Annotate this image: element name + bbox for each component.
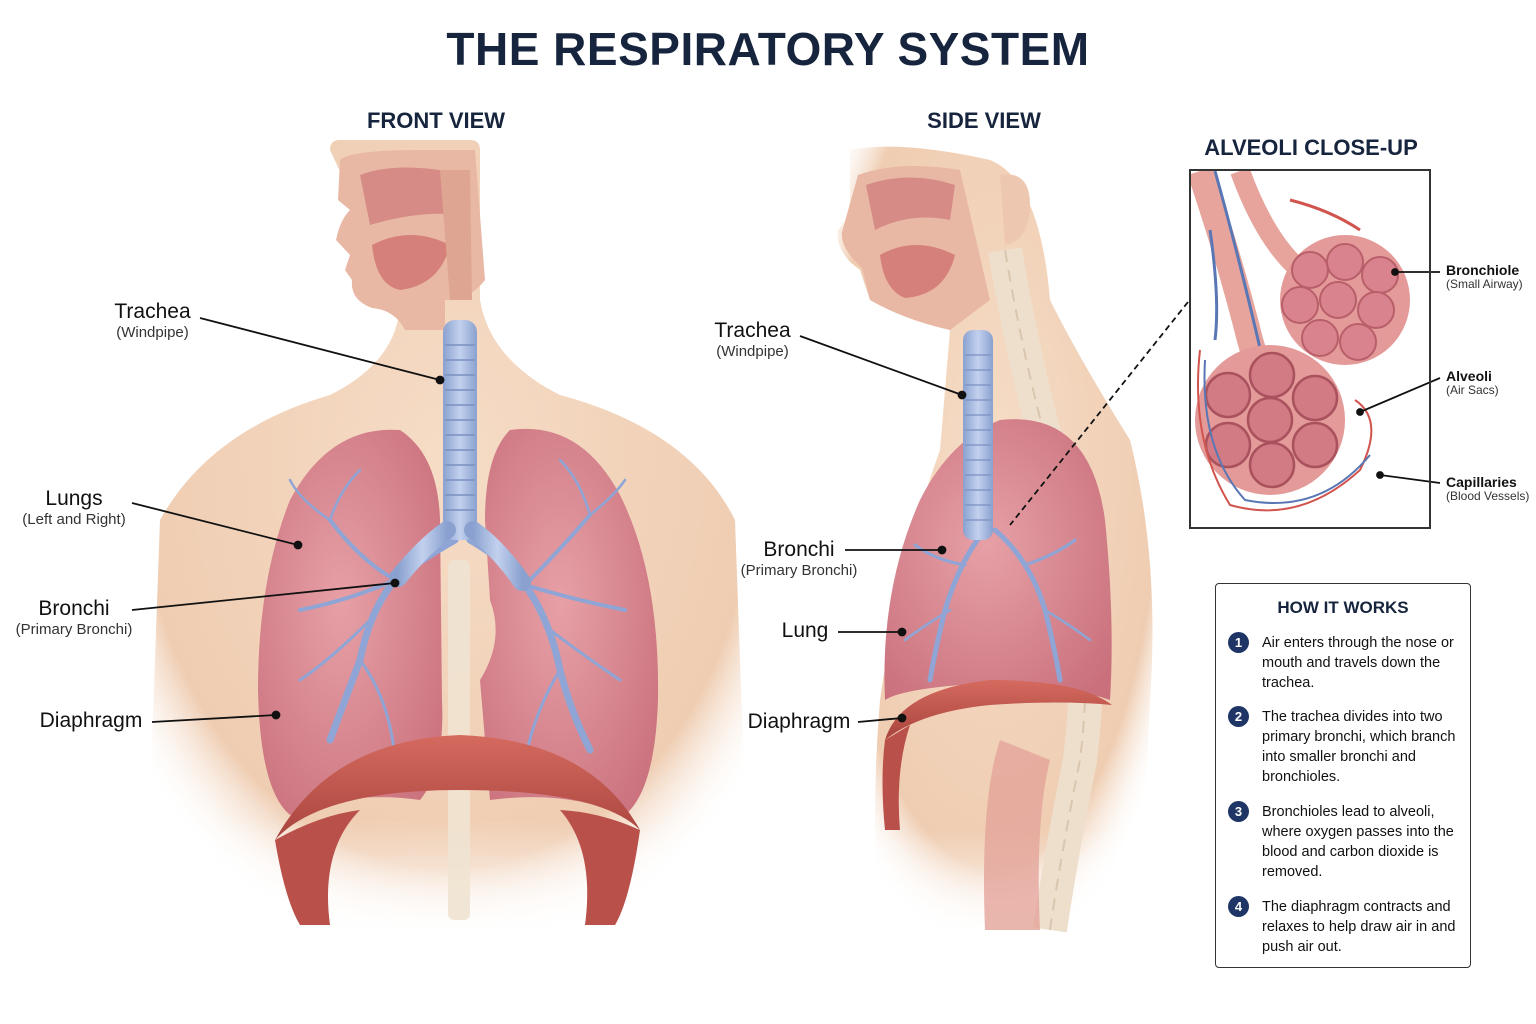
closeup-label-capillaries-main: Capillaries — [1446, 474, 1517, 490]
side-label-bronchi: Bronchi (Primary Bronchi) — [725, 538, 873, 579]
side-label-trachea: Trachea (Windpipe) — [680, 319, 825, 360]
front-lungs — [258, 428, 659, 815]
step-4-badge: 4 — [1228, 896, 1249, 917]
side-label-bronchi-main: Bronchi — [763, 538, 835, 561]
front-label-lungs-sub: (Left and Right) — [22, 511, 126, 529]
front-label-bronchi-main: Bronchi — [38, 597, 110, 620]
step-2-text: The trachea divides into two primary bro… — [1262, 709, 1456, 785]
front-trachea — [389, 320, 531, 591]
side-label-lung-main: Lung — [781, 619, 829, 642]
how-it-works-heading: HOW IT WORKS — [1277, 598, 1409, 617]
front-label-trachea: Trachea (Windpipe) — [80, 300, 225, 341]
front-label-trachea-sub: (Windpipe) — [116, 324, 189, 342]
side-label-lung: Lung — [765, 619, 845, 643]
alveoli-closeup-art — [1191, 171, 1410, 512]
closeup-label-capillaries: Capillaries (Blood Vessels) — [1446, 474, 1536, 504]
side-label-diaphragm: Diaphragm — [735, 710, 863, 734]
side-bronchial-tree — [903, 527, 1092, 683]
front-label-bronchi-sub: (Primary Bronchi) — [15, 621, 133, 639]
front-head-cross-section — [336, 150, 485, 330]
closeup-label-capillaries-sub: (Blood Vessels) — [1446, 489, 1530, 504]
side-head-cross-section — [841, 166, 1030, 330]
front-label-trachea-main: Trachea — [114, 300, 191, 323]
side-view-heading: SIDE VIEW — [927, 108, 1041, 133]
front-label-diaphragm-main: Diaphragm — [39, 709, 143, 732]
front-label-diaphragm: Diaphragm — [20, 709, 162, 733]
leader-lines — [131, 268, 1441, 723]
side-trachea — [963, 330, 993, 540]
front-label-lungs-main: Lungs — [45, 487, 103, 510]
how-it-works-panel: HOW IT WORKS 1 Air enters through the no… — [1215, 583, 1471, 968]
side-label-trachea-sub: (Windpipe) — [716, 343, 789, 361]
closeup-label-bronchiole-sub: (Small Airway) — [1446, 277, 1523, 292]
page-title: THE RESPIRATORY SYSTEM — [446, 23, 1090, 75]
side-label-bronchi-sub: (Primary Bronchi) — [740, 562, 858, 580]
alveoli-closeup-frame — [1189, 169, 1431, 529]
step-1-text: Air enters through the nose or mouth and… — [1262, 635, 1454, 691]
side-lung — [884, 419, 1112, 700]
front-label-lungs: Lungs (Left and Right) — [0, 487, 148, 528]
front-label-bronchi: Bronchi (Primary Bronchi) — [0, 597, 148, 638]
step-2-badge: 2 — [1228, 706, 1249, 727]
closeup-label-bronchiole-main: Bronchiole — [1446, 262, 1520, 278]
step-3-badge: 3 — [1228, 801, 1249, 822]
step-4-text: The diaphragm contracts and relaxes to h… — [1262, 899, 1456, 955]
closeup-label-alveoli-main: Alveoli — [1446, 368, 1492, 384]
step-1-badge: 1 — [1228, 632, 1249, 653]
front-diaphragm — [275, 735, 640, 925]
alveoli-closeup-heading: ALVEOLI CLOSE-UP — [1204, 135, 1418, 160]
closeup-label-alveoli: Alveoli (Air Sacs) — [1446, 368, 1536, 398]
closeup-label-bronchiole: Bronchiole (Small Airway) — [1446, 262, 1536, 292]
side-diaphragm — [882, 680, 1112, 930]
side-label-diaphragm-main: Diaphragm — [747, 710, 851, 733]
closeup-label-alveoli-sub: (Air Sacs) — [1446, 383, 1499, 398]
step-3-text: Bronchioles lead to alveoli, where oxyge… — [1262, 804, 1454, 880]
front-view-heading: FRONT VIEW — [366, 108, 506, 133]
side-label-trachea-main: Trachea — [714, 319, 791, 342]
